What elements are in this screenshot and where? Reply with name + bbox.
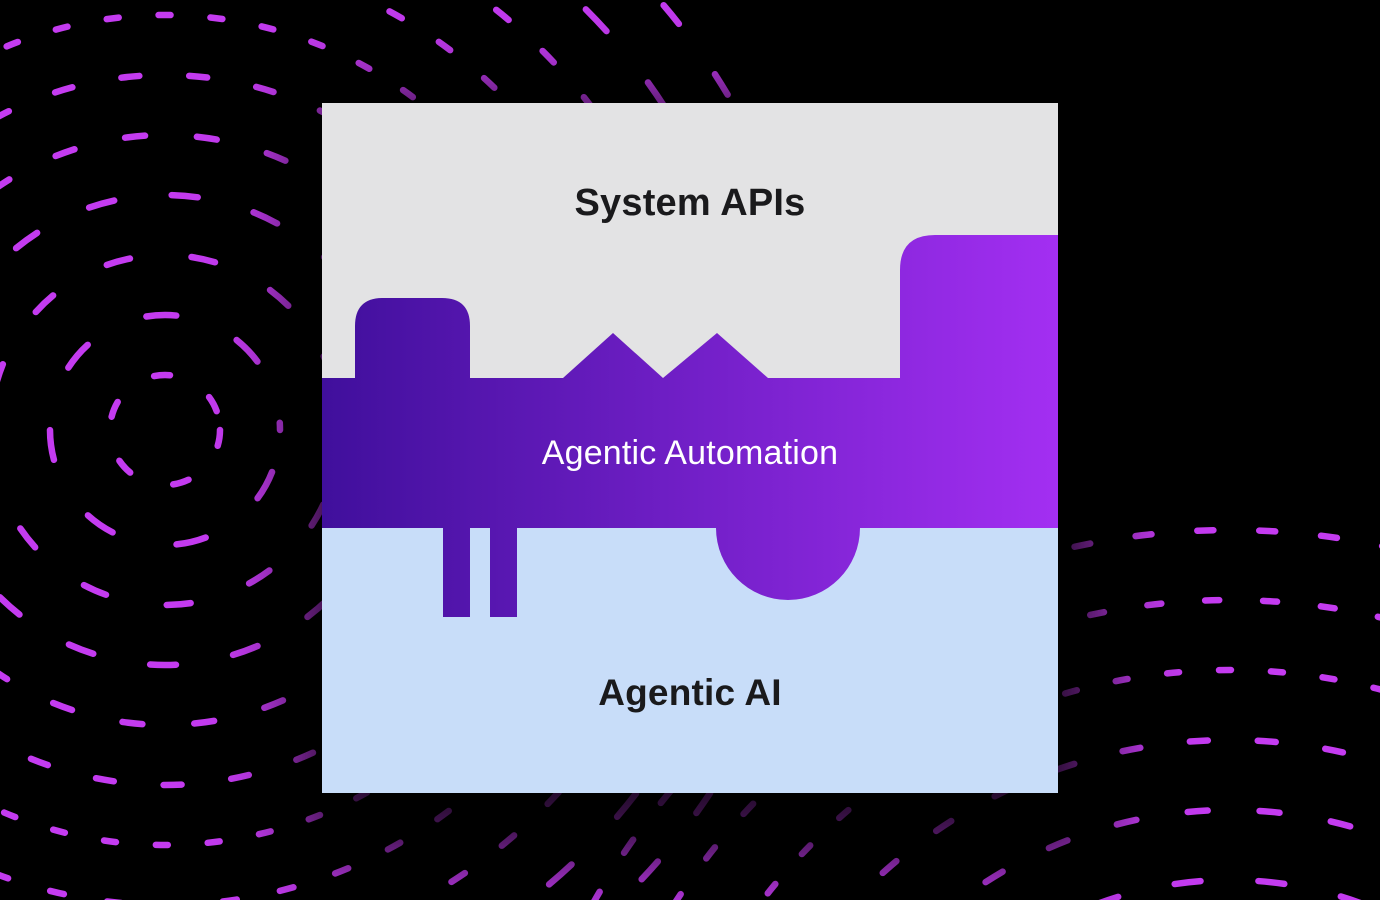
layers-diagram: System APIs Agentic Automation Agentic A… — [322, 103, 1058, 793]
system-apis-label: System APIs — [574, 182, 806, 224]
agentic-automation-label: Agentic Automation — [541, 434, 839, 472]
agentic-automation-band — [322, 235, 1058, 617]
automation-band-shape — [322, 235, 1058, 617]
agentic-ai-label: Agentic AI — [598, 672, 782, 713]
